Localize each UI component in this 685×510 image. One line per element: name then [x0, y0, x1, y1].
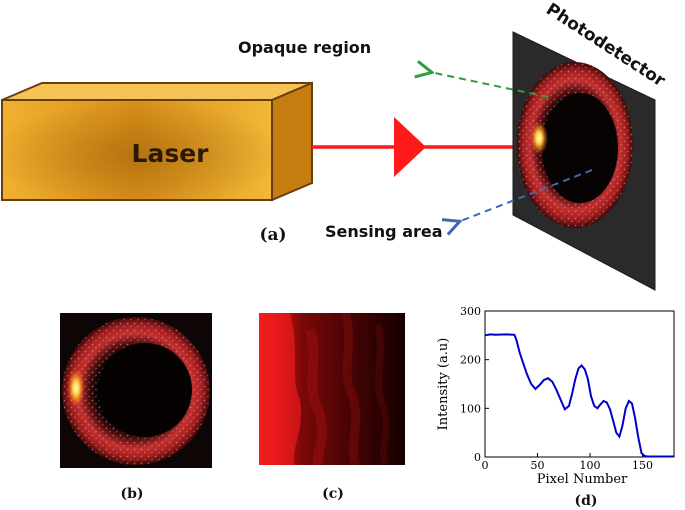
zoomed-image — [259, 313, 405, 465]
x-tick-label: 0 — [482, 459, 489, 472]
panel-d-label: (d) — [574, 493, 597, 509]
intensity-line — [484, 333, 674, 458]
ring-image — [60, 313, 212, 468]
intensity-chart: 0 50 100 150 0 100 200 300 Pixel Number Intensi… — [436, 305, 675, 487]
opaque-region-label: Opaque region — [238, 38, 371, 57]
laser-box — [1, 81, 313, 202]
y-tick-label: 300 — [460, 305, 481, 318]
chart-ylabel: Intensity (a.u) — [436, 338, 451, 431]
y-tick-label: 0 — [474, 451, 481, 464]
panel-c-label: (c) — [322, 486, 344, 502]
y-tick-label: 100 — [460, 402, 481, 415]
panel-b-label: (b) — [120, 486, 143, 502]
x-tick-label: 100 — [580, 459, 601, 472]
laser-beam — [312, 117, 540, 177]
chart-frame — [484, 310, 675, 458]
x-tick-label: 50 — [531, 459, 545, 472]
sensing-area-label: Sensing area — [325, 222, 443, 241]
panel-a-label: (a) — [259, 225, 286, 245]
y-tick-label: 200 — [460, 354, 481, 367]
opaque-region-arrow — [430, 72, 549, 98]
laser-label: Laser — [132, 139, 210, 168]
photodetector-plate — [512, 31, 656, 291]
x-tick-label: 150 — [632, 459, 653, 472]
chart-xlabel: Pixel Number — [537, 472, 628, 487]
